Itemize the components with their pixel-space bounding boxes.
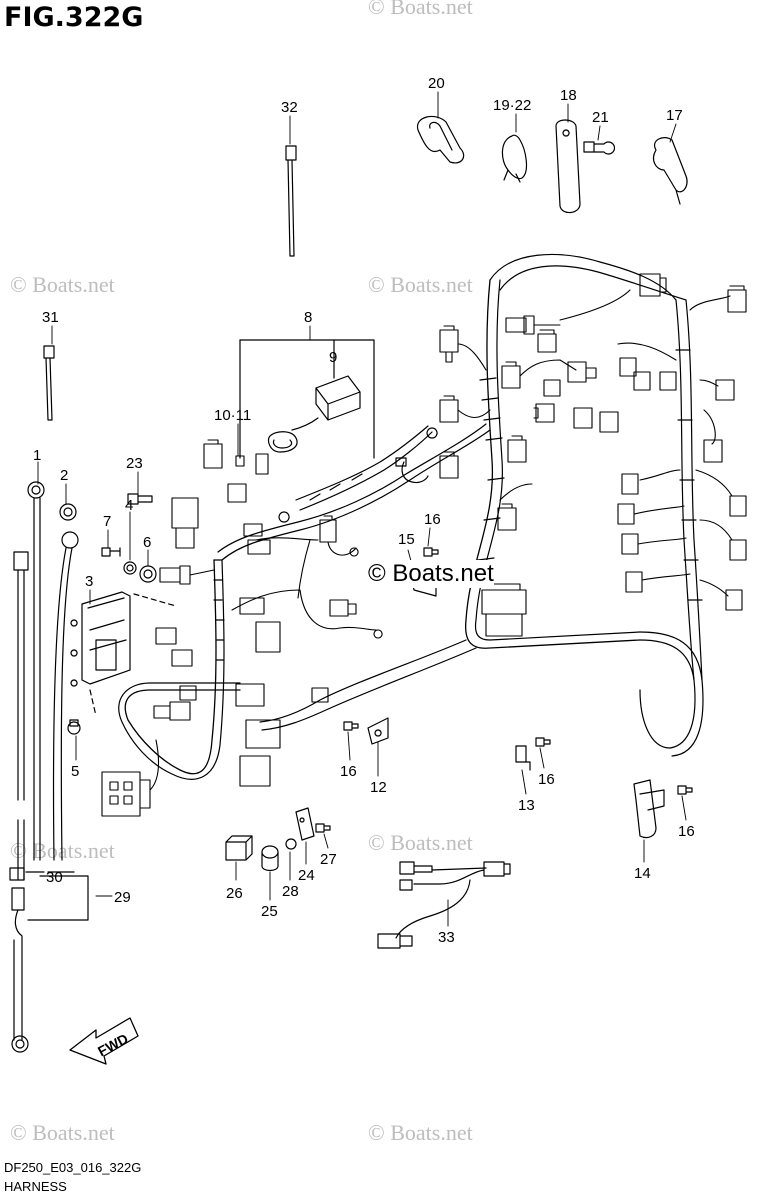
callout-26: 26 <box>226 885 243 902</box>
callout-18: 18 <box>560 87 577 104</box>
callout-30: 30 <box>46 869 63 886</box>
watermark: © Boats.net <box>10 272 115 297</box>
figure-name: HARNESS <box>4 1179 67 1194</box>
watermark: © Boats.net <box>368 272 473 297</box>
callout-28: 28 <box>282 883 299 900</box>
figure-code: DF250_E03_016_322G <box>4 1160 142 1175</box>
callout-19-22: 19·22 <box>493 97 531 114</box>
callout-10-11: 10·11 <box>214 407 251 424</box>
callout-6: 6 <box>143 534 151 551</box>
callout-25: 25 <box>261 903 278 920</box>
callout-1: 1 <box>33 447 41 464</box>
figure-title: FIG.322G <box>4 2 144 33</box>
callout-15: 15 <box>398 531 415 548</box>
cable-ties <box>43 145 297 421</box>
callout-16: 16 <box>340 763 357 780</box>
fwd-label: FWD <box>95 1030 131 1059</box>
adapter-harness-33 <box>377 861 511 949</box>
callout-2: 2 <box>60 467 68 484</box>
callout-29: 29 <box>114 889 131 906</box>
callout-14: 14 <box>634 865 651 882</box>
callout-16: 16 <box>678 823 695 840</box>
fwd-arrow: FWD <box>69 1017 139 1065</box>
callout-12: 12 <box>370 779 387 796</box>
callout-3: 3 <box>85 573 93 590</box>
callout-17: 17 <box>666 107 683 124</box>
main-harness <box>118 253 731 780</box>
callout-labels: 1 2 3 4 5 6 7 8 9 10·11 12 13 14 15 16 1… <box>33 75 695 946</box>
small-parts-24-28 <box>225 807 331 872</box>
brackets <box>343 547 693 839</box>
callout-5: 5 <box>71 763 79 780</box>
callout-33: 33 <box>438 929 455 946</box>
left-connectors <box>101 439 383 817</box>
callout-20: 20 <box>428 75 445 92</box>
callout-24: 24 <box>298 867 315 884</box>
small-fasteners <box>59 493 157 735</box>
watermark: © Boats.net <box>368 1120 473 1145</box>
callout-4: 4 <box>125 497 133 514</box>
callout-13: 13 <box>518 797 535 814</box>
sub-harness-8 <box>239 339 438 523</box>
leader-lines <box>37 91 687 927</box>
callout-21: 21 <box>592 109 609 126</box>
callout-9: 9 <box>329 349 337 366</box>
top-clips <box>417 115 688 214</box>
watermark: © Boats.net <box>368 0 473 19</box>
watermark: © Boats.net <box>368 830 473 855</box>
part-3-module <box>70 591 177 717</box>
watermark: © Boats.net <box>10 1120 115 1145</box>
callout-8: 8 <box>304 309 312 326</box>
callout-16: 16 <box>538 771 555 788</box>
callout-32: 32 <box>281 99 298 116</box>
callout-23: 23 <box>126 455 143 472</box>
callout-27: 27 <box>320 851 337 868</box>
watermark-center: © Boats.net <box>368 560 494 588</box>
connector-cluster <box>439 273 747 637</box>
callout-16: 16 <box>424 511 441 528</box>
callout-31: 31 <box>42 309 59 326</box>
battery-cables <box>9 481 89 1053</box>
callout-7: 7 <box>103 513 111 530</box>
